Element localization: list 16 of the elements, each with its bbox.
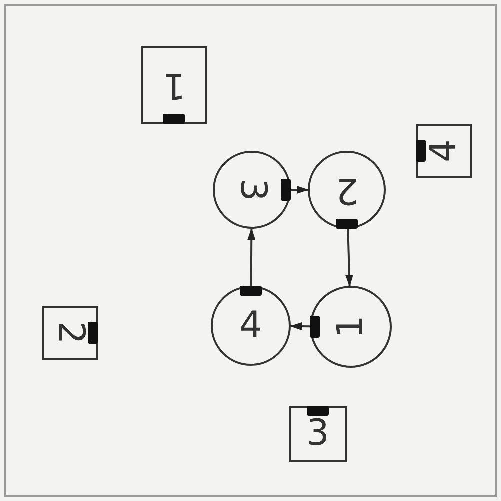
arrow: [290, 322, 310, 330]
arrow: [248, 228, 256, 286]
digit-label: 2: [336, 172, 358, 208]
digit-label: 4: [240, 308, 262, 344]
digit-label: 3: [234, 178, 270, 202]
digit-label: 4: [426, 140, 462, 162]
digit-label: 1: [162, 67, 186, 103]
numbered-square: [416, 124, 472, 178]
arrow: [291, 186, 309, 194]
numbered-square: [289, 406, 347, 462]
arrow: [345, 228, 354, 288]
numbered-square: [42, 306, 98, 360]
digit-label: 3: [306, 416, 330, 452]
digit-label: 1: [333, 316, 369, 338]
numbered-square: [141, 46, 207, 124]
digit-label: 2: [52, 322, 88, 344]
